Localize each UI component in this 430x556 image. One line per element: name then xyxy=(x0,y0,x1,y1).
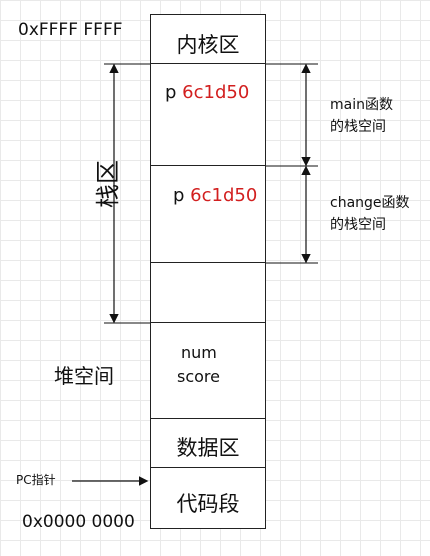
heap-var-score: score xyxy=(177,367,220,386)
change-frame-pointer: p 6c1d50 xyxy=(173,187,257,205)
main-frame-label-line1: main函数 xyxy=(330,97,393,113)
data-region: 数据区 xyxy=(150,419,266,468)
change-frame-pointer-var: p xyxy=(173,185,185,206)
change-stack-frame: p 6c1d50 xyxy=(150,166,266,263)
code-region: 代码段 xyxy=(150,468,266,529)
heap-var-num: num xyxy=(181,343,217,362)
main-stack-frame: p 6c1d50 xyxy=(150,64,266,166)
pc-pointer-label: PC指针 xyxy=(16,473,56,487)
change-frame-pointer-value: 6c1d50 xyxy=(190,185,258,206)
heap-region: num score xyxy=(150,323,266,419)
change-frame-label-line1: change函数 xyxy=(330,195,410,211)
stack-free-space xyxy=(150,263,266,323)
main-frame-label-line2: 的栈空间 xyxy=(330,119,386,135)
code-region-label: 代码段 xyxy=(176,492,240,516)
main-frame-pointer: p 6c1d50 xyxy=(165,84,249,102)
kernel-region: 内核区 xyxy=(150,14,266,64)
bottom-address: 0x0000 0000 xyxy=(22,512,135,532)
change-frame-label-line2: 的栈空间 xyxy=(330,217,386,233)
main-frame-pointer-value: 6c1d50 xyxy=(182,82,250,103)
top-address: 0xFFFF FFFF xyxy=(18,20,123,40)
heap-space-label: 堆空间 xyxy=(54,364,114,388)
main-frame-pointer-var: p xyxy=(165,82,177,103)
kernel-region-label: 内核区 xyxy=(176,33,240,57)
data-region-label: 数据区 xyxy=(176,436,240,460)
